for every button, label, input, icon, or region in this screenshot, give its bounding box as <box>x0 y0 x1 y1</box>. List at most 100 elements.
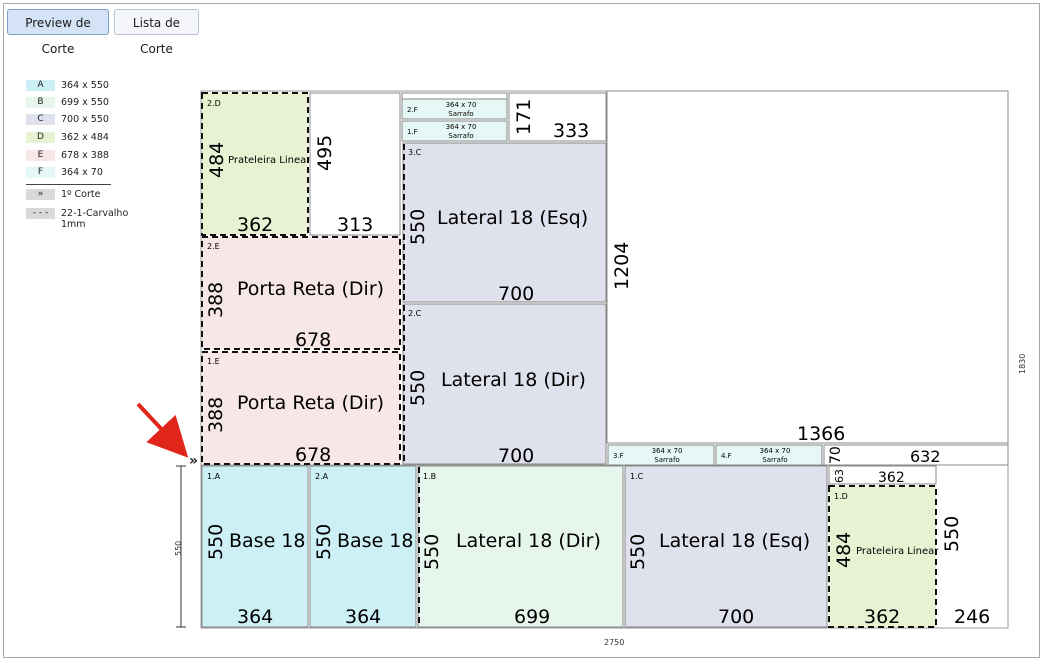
first-cut-marker: » <box>189 453 198 469</box>
piece-id: 1.E <box>207 357 220 366</box>
piece-2d[interactable] <box>201 92 309 236</box>
scrap-width: 632 <box>910 447 941 466</box>
piece-1c[interactable] <box>624 465 828 628</box>
legend-label: 22-1-Carvalho 1mm <box>61 208 129 230</box>
piece-width: 362 <box>864 606 900 628</box>
legend-swatch: D <box>26 132 55 143</box>
piece-width: 364 <box>237 606 273 628</box>
legend-label: 678 x 388 <box>61 150 109 161</box>
legend-swatch: A <box>26 80 55 91</box>
piece-name: Porta Reta (Dir) <box>237 278 384 300</box>
piece-id: 1.D <box>834 492 848 501</box>
piece-name: Sarrafo <box>654 456 679 464</box>
scrap-height: 70 <box>828 446 844 464</box>
piece-id: 1.C <box>630 472 644 481</box>
piece-name: Lateral 18 (Esq) <box>659 530 810 552</box>
trim-strip <box>401 92 508 100</box>
legend-label: 364 x 550 <box>61 80 109 91</box>
scrap-width: 333 <box>553 120 589 142</box>
legend-label: 1º Corte <box>61 189 101 200</box>
piece-width: 364 <box>345 606 381 628</box>
piece-1a[interactable] <box>201 465 309 628</box>
piece-height: 550 <box>421 534 443 570</box>
scrap-height: 495 <box>314 135 336 171</box>
piece-height: 550 <box>627 534 649 570</box>
arrow-icon <box>136 402 189 458</box>
piece-1e[interactable] <box>201 351 401 465</box>
strip-height-label: 550 <box>174 541 183 556</box>
legend-swatch: E <box>26 150 55 161</box>
piece-id: 2.F <box>407 106 418 114</box>
piece-id: 4.F <box>721 452 732 460</box>
scrap-height: 63 <box>833 469 846 483</box>
sheet-height-label: 1830 <box>1018 354 1027 374</box>
scrap-width: 313 <box>337 214 373 236</box>
legend-swatch: F <box>26 167 55 178</box>
piece-2c[interactable] <box>402 303 607 465</box>
piece-height: 388 <box>205 397 227 433</box>
scrap-height: 171 <box>513 99 535 135</box>
tab-preview-de-corte[interactable]: Preview de Corte <box>7 9 109 56</box>
preview-frame <box>3 3 1040 658</box>
legend-swatch: » <box>26 189 55 200</box>
piece-size: 364 x 70 <box>446 123 477 131</box>
piece-name: Sarrafo <box>448 132 473 140</box>
piece-name: Lateral 18 (Dir) <box>456 530 601 552</box>
piece-height: 550 <box>205 524 227 560</box>
piece-width: 700 <box>718 606 754 628</box>
piece-1d[interactable] <box>828 485 937 628</box>
legend-label: 364 x 70 <box>61 167 103 178</box>
scrap-width: 1366 <box>797 423 845 445</box>
piece-name: Lateral 18 (Esq) <box>437 207 588 229</box>
legend-label: 699 x 550 <box>61 97 109 108</box>
sheet-width-label: 2750 <box>604 638 624 647</box>
scrap-362x63 <box>828 465 937 485</box>
piece-id: 2.C <box>408 309 422 318</box>
piece-4f[interactable] <box>715 444 823 466</box>
legend-swatch: - - - <box>26 208 55 219</box>
piece-width: 362 <box>237 214 273 236</box>
piece-height: 484 <box>833 532 855 568</box>
piece-height: 550 <box>313 524 335 560</box>
tab-lista-de-corte[interactable]: Lista de Corte <box>114 9 199 56</box>
piece-2f[interactable] <box>401 98 508 120</box>
piece-width: 700 <box>498 283 534 305</box>
piece-name: Prateleira Linear <box>228 155 311 166</box>
scrap-333x171 <box>508 92 607 142</box>
piece-size: 364 x 70 <box>652 447 683 455</box>
piece-width: 678 <box>295 329 331 351</box>
piece-id: 1.A <box>207 472 221 481</box>
piece-1f[interactable] <box>401 120 508 142</box>
piece-name: Sarrafo <box>448 110 473 118</box>
scrap-632x70 <box>823 444 1009 466</box>
piece-name: Porta Reta (Dir) <box>237 392 384 414</box>
piece-width: 699 <box>514 606 550 628</box>
piece-1b[interactable] <box>417 465 624 628</box>
piece-3c[interactable] <box>402 142 607 303</box>
piece-size: 364 x 70 <box>446 101 477 109</box>
piece-id: 3.F <box>613 452 624 460</box>
legend-label: 700 x 550 <box>61 114 109 125</box>
scrap-height: 1204 <box>611 242 633 290</box>
legend-divider <box>26 184 111 185</box>
piece-height: 550 <box>407 209 429 245</box>
scrap-1366x1204 <box>606 90 1009 444</box>
piece-2a[interactable] <box>309 465 417 628</box>
legend-swatch: B <box>26 97 55 108</box>
scrap-313x495 <box>309 92 401 236</box>
piece-height: 484 <box>206 142 228 178</box>
piece-name: Prateleira Linear <box>856 546 939 557</box>
piece-name: Sarrafo <box>762 456 787 464</box>
piece-3f[interactable] <box>607 444 715 466</box>
piece-width: 700 <box>498 445 534 467</box>
piece-id: 1.F <box>407 128 418 136</box>
piece-name: Base 18 <box>337 530 413 552</box>
piece-2e[interactable] <box>201 236 401 350</box>
legend-swatch: C <box>26 114 55 125</box>
scrap-width: 246 <box>954 606 990 628</box>
piece-name: Base 18 <box>229 530 305 552</box>
legend-label: 362 x 484 <box>61 132 109 143</box>
piece-id: 2.E <box>207 242 220 251</box>
scrap-width: 362 <box>878 470 905 486</box>
